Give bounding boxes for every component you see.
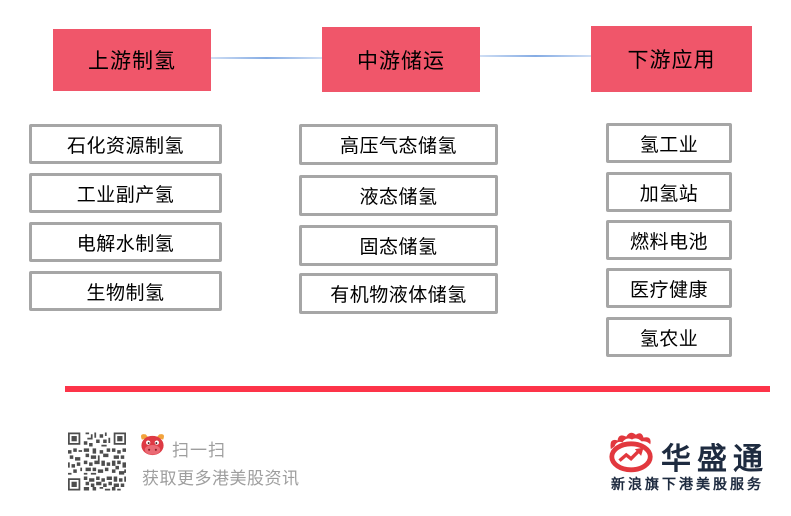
item-downstream-hydrogen-agriculture: 氢农业 [606, 317, 732, 357]
item-downstream-refueling-station: 加氢站 [606, 172, 732, 212]
sina-flame-icon [609, 432, 653, 473]
item-midstream-solid: 固态储氢 [299, 225, 498, 266]
item-downstream-medical-health: 医疗健康 [606, 268, 732, 308]
item-midstream-high-pressure-gas: 高压气态储氢 [299, 124, 498, 165]
item-downstream-fuel-cell: 燃料电池 [606, 220, 732, 260]
scan-title: 扫一扫 [172, 441, 226, 460]
item-upstream-electrolysis: 电解水制氢 [29, 222, 222, 262]
brand-name: 华盛通 [661, 443, 769, 476]
scan-subtitle: 获取更多港美股资讯 [142, 469, 300, 488]
header-upstream: 上游制氢 [53, 29, 211, 91]
connector-line-upstream-midstream [211, 57, 322, 59]
item-upstream-industrial-byproduct: 工业副产氢 [29, 173, 222, 213]
item-midstream-liquid: 液态储氢 [299, 175, 498, 216]
bull-mascot-icon [141, 434, 164, 456]
header-downstream: 下游应用 [591, 26, 752, 92]
item-upstream-biological: 生物制氢 [29, 271, 222, 311]
item-upstream-petrochemical: 石化资源制氢 [29, 124, 222, 164]
header-midstream: 中游储运 [322, 27, 480, 92]
qr-code [68, 432, 126, 491]
item-downstream-hydrogen-industry: 氢工业 [606, 123, 732, 163]
brand-tagline: 新浪旗下港美股服务 [611, 476, 764, 492]
connector-line-midstream-downstream [480, 55, 591, 57]
footer-divider-line [65, 386, 770, 392]
item-midstream-organic-liquid: 有机物液体储氢 [299, 273, 498, 314]
